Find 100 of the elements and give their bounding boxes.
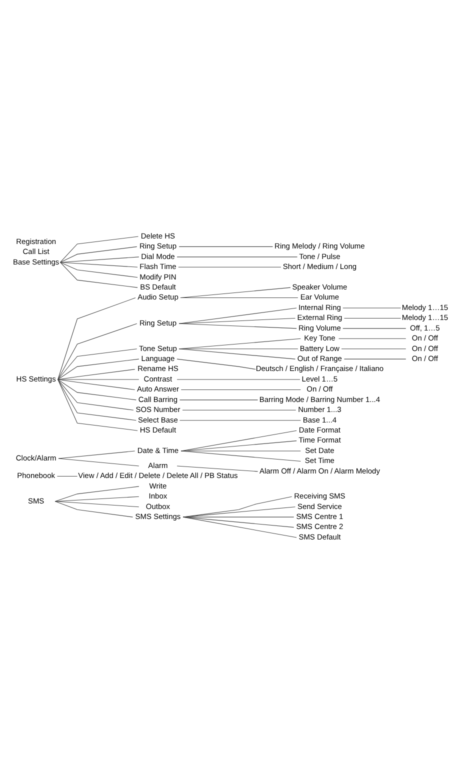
connector bbox=[54, 500, 133, 517]
connector bbox=[180, 450, 300, 451]
connector bbox=[178, 266, 281, 267]
node-text: Key Tone bbox=[304, 333, 335, 342]
connector bbox=[176, 256, 298, 257]
connector bbox=[178, 322, 296, 328]
connector bbox=[343, 358, 406, 359]
node-text: HS Settings bbox=[16, 374, 56, 383]
node-text: Modify PIN bbox=[139, 272, 176, 281]
label: Registration bbox=[16, 236, 56, 246]
connector bbox=[182, 506, 295, 517]
node-text: Send Service bbox=[296, 501, 342, 510]
connector bbox=[180, 286, 290, 298]
label: Call List bbox=[22, 246, 49, 256]
node-text: Short / Medium / Long bbox=[282, 262, 356, 271]
node-text: Outbox bbox=[145, 501, 170, 510]
node-text: Select Base bbox=[137, 414, 178, 424]
node-text: Ring Melody / Ring Volume bbox=[274, 241, 364, 250]
node-text: Delete HS bbox=[140, 230, 175, 240]
node-text: Set Time bbox=[304, 456, 334, 465]
node-text: Off, 1…5 bbox=[410, 322, 440, 332]
node-text: Audio Setup bbox=[137, 292, 178, 302]
connector bbox=[56, 475, 78, 476]
connector bbox=[57, 378, 134, 410]
connector bbox=[179, 399, 258, 400]
node-text: Ring Setup bbox=[138, 241, 176, 250]
connector bbox=[182, 409, 296, 410]
node-text: On / Off bbox=[411, 333, 438, 342]
node-text: Speaker Volume bbox=[292, 282, 347, 291]
node-text: Dial Mode bbox=[140, 251, 174, 260]
node-text: Set Date bbox=[304, 445, 334, 454]
connector bbox=[57, 378, 135, 390]
connector bbox=[176, 465, 258, 472]
connector bbox=[54, 500, 139, 507]
node-text: SMS bbox=[27, 496, 44, 505]
node-text: Battery Low bbox=[299, 343, 339, 352]
node-text: Base Settings bbox=[12, 256, 59, 266]
node-text: Melody 1…15 bbox=[401, 302, 448, 312]
connector bbox=[59, 262, 138, 267]
connector bbox=[58, 450, 135, 458]
connector bbox=[178, 348, 295, 359]
connector bbox=[59, 262, 138, 278]
connector bbox=[182, 516, 296, 538]
connector bbox=[57, 297, 136, 380]
node-text: External Ring bbox=[296, 312, 342, 322]
node-text: Internal Ring bbox=[298, 302, 340, 312]
node-text: On / Off bbox=[411, 353, 438, 362]
node-text: SMS Centre 1 bbox=[296, 511, 343, 520]
node-text: On / Off bbox=[411, 343, 438, 352]
node-text: BS Default bbox=[140, 282, 176, 291]
node-text: Date Format bbox=[298, 424, 340, 434]
node-text: Base 1...4 bbox=[302, 414, 336, 424]
node-text: Inbox bbox=[148, 491, 167, 500]
node-text: Ear Volume bbox=[300, 292, 339, 302]
connector bbox=[180, 297, 298, 298]
node-text: Flash Time bbox=[139, 262, 176, 271]
connector bbox=[59, 236, 138, 262]
node-text: Auto Answer bbox=[136, 384, 178, 394]
node-text: Receiving SMS bbox=[294, 491, 345, 500]
node-text: Barring Mode / Barring Number 1...4 bbox=[258, 394, 380, 404]
node-text: Phonebook bbox=[16, 470, 54, 480]
node-text: Time Format bbox=[298, 435, 340, 444]
node-text: Alarm bbox=[148, 460, 168, 470]
node-text: Language bbox=[140, 353, 174, 362]
node-text: Clock/Alarm bbox=[15, 452, 56, 462]
node-text: SMS Default bbox=[298, 532, 340, 541]
node-text: Rename HS bbox=[137, 364, 178, 373]
connector bbox=[57, 348, 137, 380]
node-text: Date & Time bbox=[136, 445, 178, 454]
connector bbox=[58, 458, 139, 466]
connector bbox=[178, 307, 296, 324]
connector bbox=[180, 450, 300, 461]
connector bbox=[59, 262, 138, 288]
node-text: View / Add / Edit / Delete / Delete All / PB Status bbox=[78, 470, 238, 480]
connector bbox=[57, 378, 139, 380]
node-text: Level 1…5 bbox=[301, 374, 338, 383]
node-text: Deutsch / English / Française / Italiano bbox=[255, 364, 384, 373]
connector bbox=[57, 358, 139, 380]
connector bbox=[57, 378, 136, 420]
node-text: Out of Range bbox=[296, 353, 342, 362]
node-text: SOS Number bbox=[135, 404, 180, 414]
connector bbox=[180, 388, 300, 390]
node-text: Call Barring bbox=[138, 394, 178, 404]
node-text: SMS Settings bbox=[134, 511, 180, 520]
connector bbox=[340, 348, 406, 349]
node-text: Number 1...3 bbox=[298, 404, 341, 414]
node-text: Tone Setup bbox=[138, 343, 176, 352]
node-text: Contrast bbox=[143, 374, 172, 383]
connector bbox=[57, 322, 137, 380]
connector bbox=[176, 358, 256, 370]
node-text: HS Default bbox=[139, 424, 176, 434]
connector bbox=[178, 317, 295, 324]
connector bbox=[54, 486, 139, 502]
node-text: On / Off bbox=[306, 384, 332, 394]
node-text: Melody 1…15 bbox=[401, 312, 448, 322]
connector bbox=[59, 246, 137, 262]
node-text: Ring Volume bbox=[298, 322, 340, 332]
connector bbox=[57, 378, 136, 400]
node-text: Alarm Off / Alarm On / Alarm Melody bbox=[258, 466, 380, 475]
node-text: Tone / Pulse bbox=[298, 251, 340, 260]
